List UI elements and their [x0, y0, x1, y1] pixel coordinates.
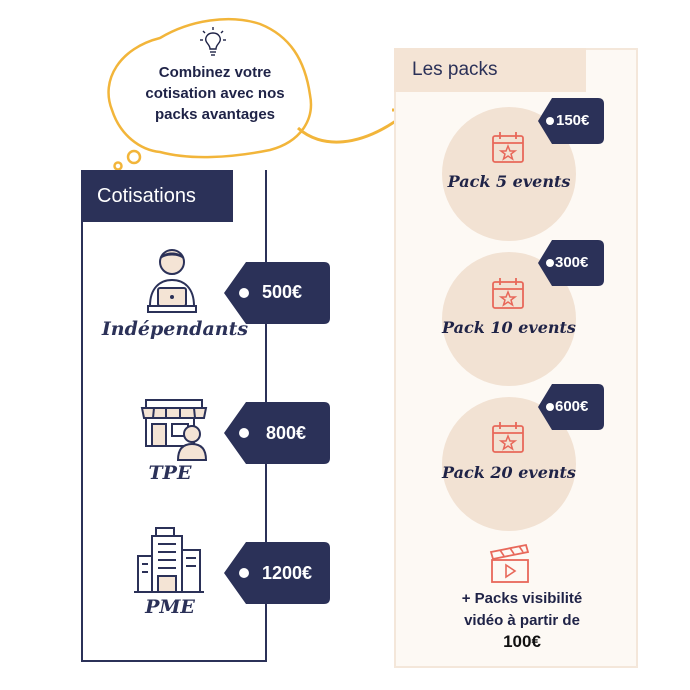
cotisations-title: Cotisations — [81, 170, 233, 222]
pack-price-600: 600€ — [555, 398, 589, 415]
pack-label-10: Pack 10 events — [442, 318, 576, 337]
pack-price-300: 300€ — [555, 254, 589, 271]
category-label-pme: PME — [145, 596, 195, 618]
calendar-star-icon — [492, 132, 524, 163]
pack-label-5: Pack 5 events — [447, 172, 571, 191]
calendar-star-icon — [492, 422, 524, 453]
price-500: 500€ — [262, 282, 303, 302]
category-label-tpe: TPE — [148, 462, 192, 484]
pack-price-tag-150 — [538, 98, 604, 144]
lightbulb-icon — [200, 27, 226, 56]
video-pack-text: + Packs visibilité vidéo à partir de — [461, 590, 583, 629]
shop-person-icon — [140, 399, 208, 461]
pack-label-20: Pack 20 events — [442, 463, 576, 482]
price-tag-500 — [224, 262, 330, 324]
building-icon — [134, 527, 204, 593]
price-800: 800€ — [266, 423, 307, 443]
video-pack-price: 100€ — [503, 632, 541, 651]
freelancer-laptop-icon — [147, 249, 197, 313]
calendar-star-icon — [492, 278, 524, 309]
price-1200: 1200€ — [262, 563, 313, 583]
pack-price-tag-300 — [538, 240, 604, 286]
pack-price-tag-600 — [538, 384, 604, 430]
price-tag-1200 — [224, 542, 330, 604]
clapperboard-icon — [489, 543, 530, 583]
packs-title: Les packs — [394, 48, 586, 92]
bubble-text: Combinez votre cotisation avec nos packs… — [145, 64, 285, 123]
category-label-independants: Indépendants — [101, 318, 249, 340]
price-tag-800 — [224, 402, 330, 464]
pack-price-150: 150€ — [556, 112, 590, 129]
